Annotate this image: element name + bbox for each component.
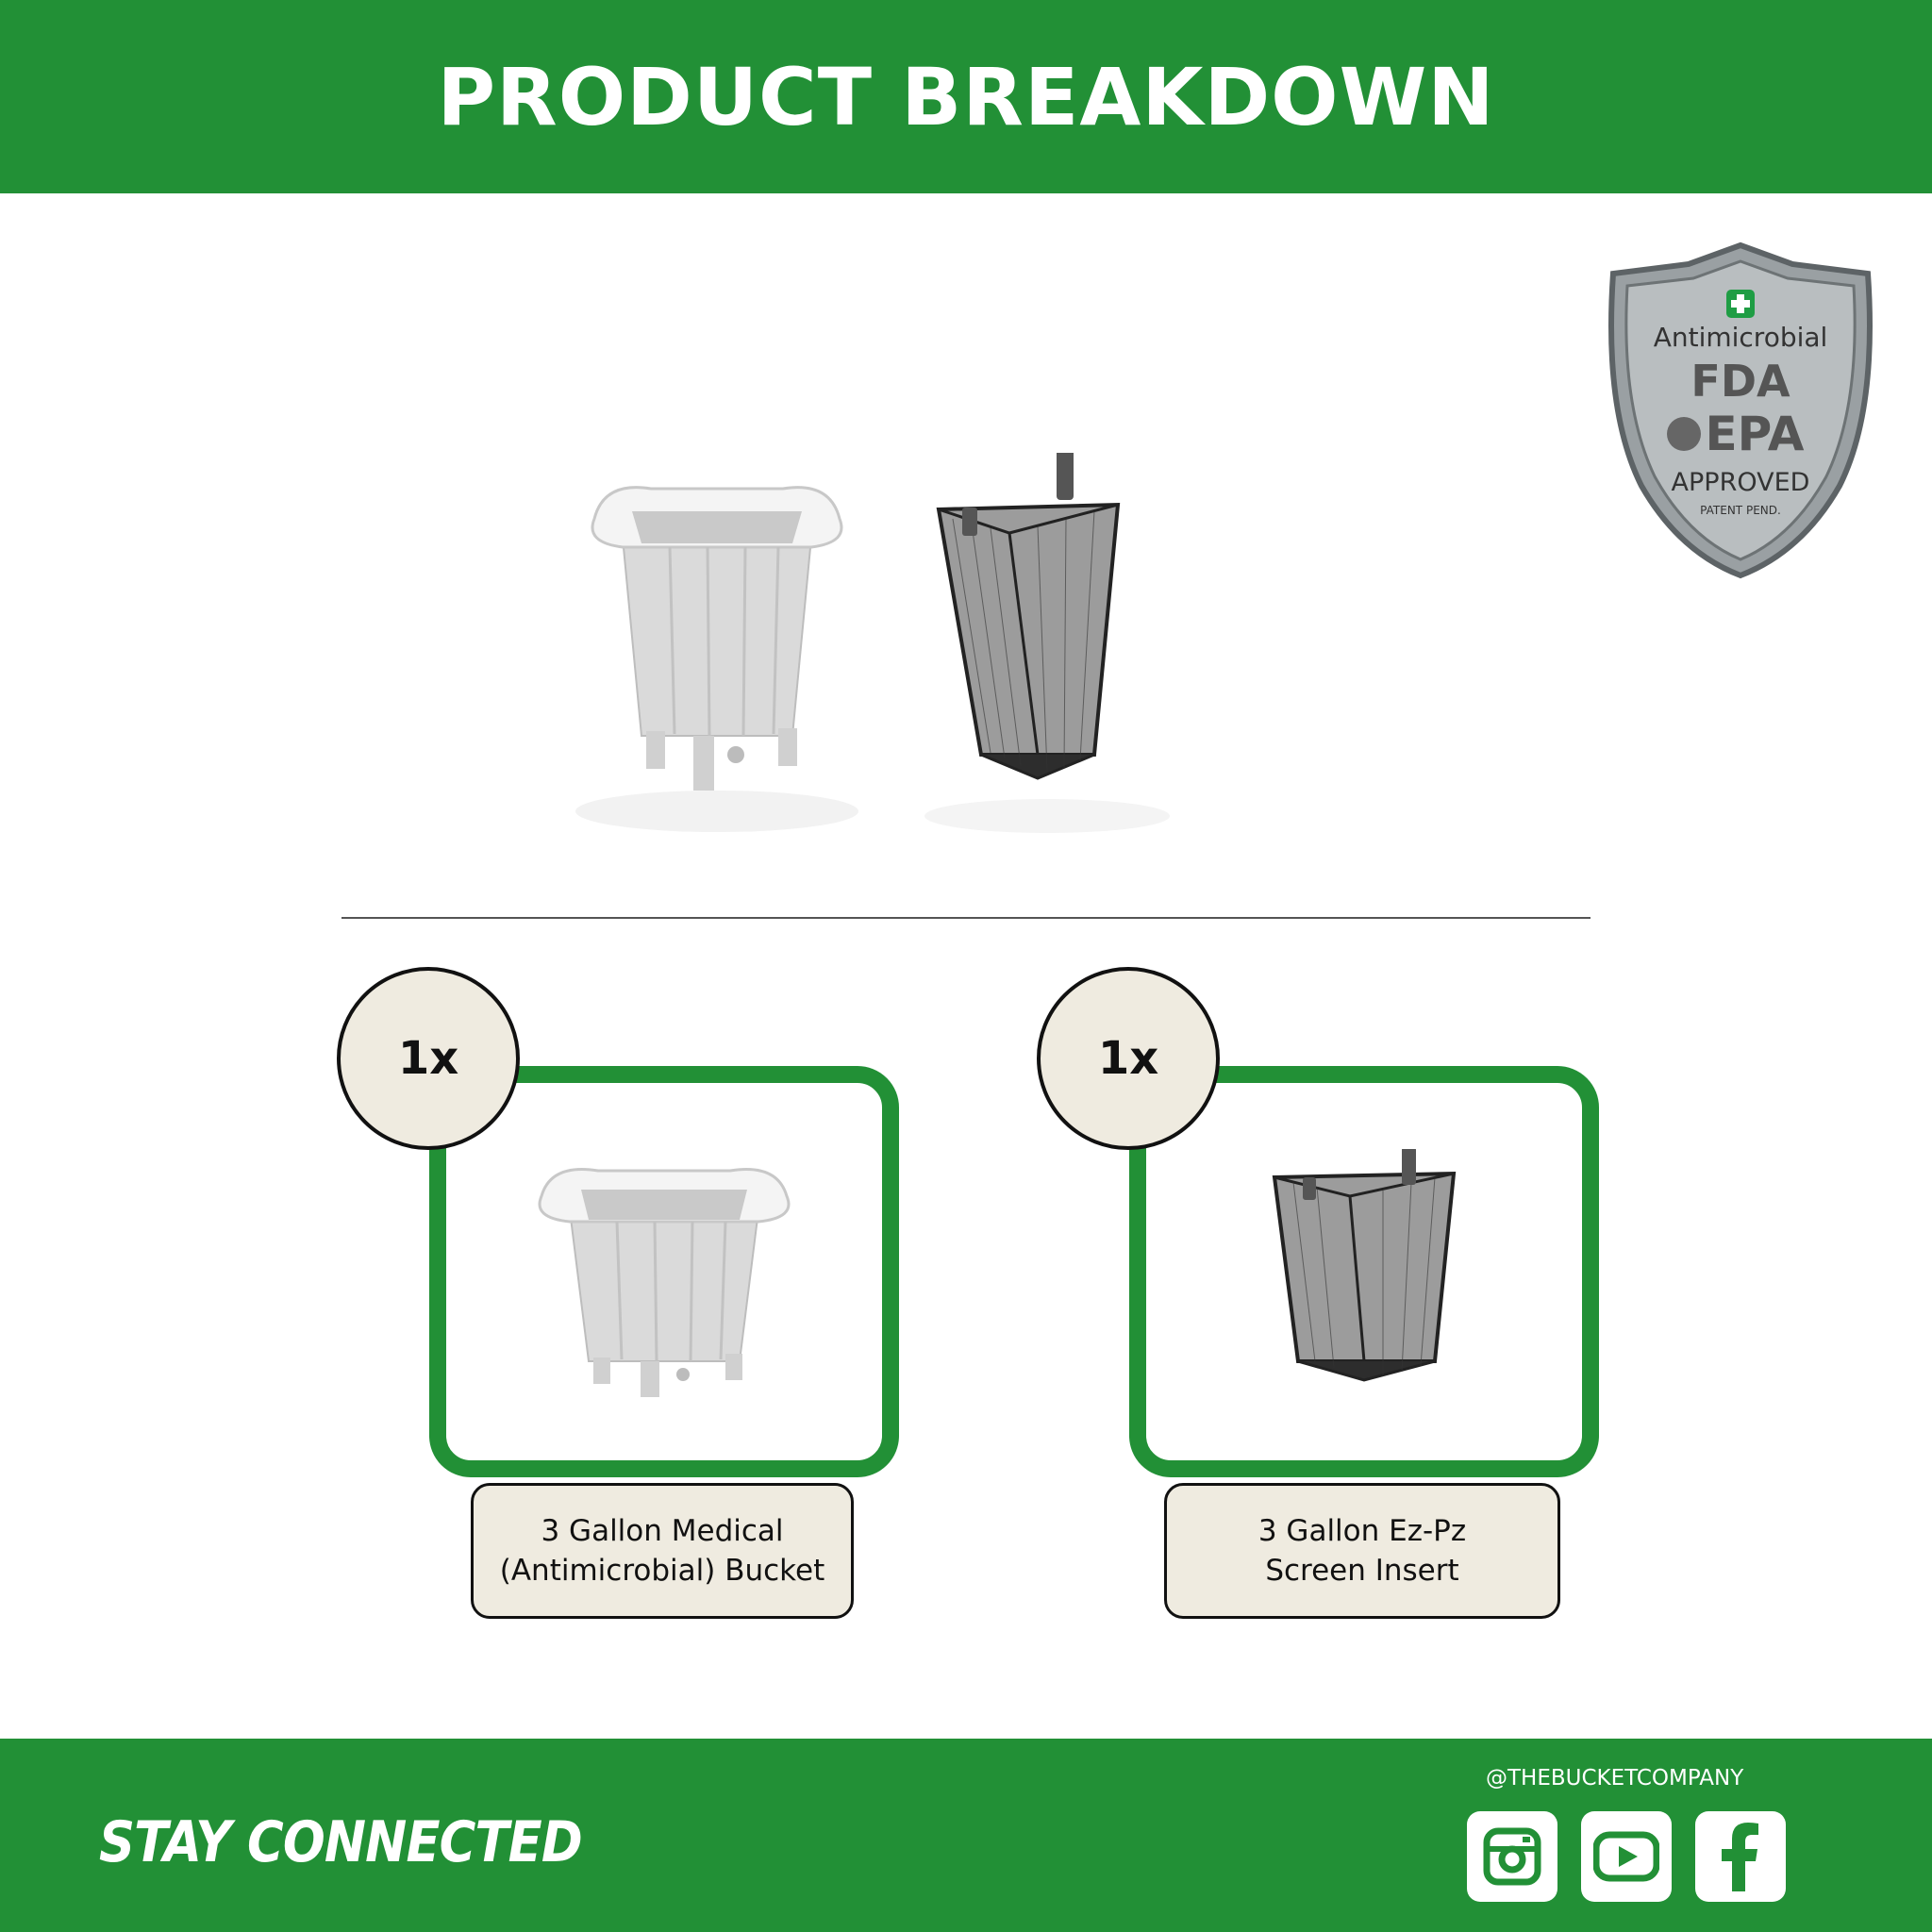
quantity-badge: 1x (1037, 967, 1220, 1150)
screen-insert-image (924, 453, 1170, 833)
section-divider (341, 917, 1591, 919)
badge-line5: PATENT PEND. (1700, 504, 1781, 517)
badge-line4: APPROVED (1672, 468, 1810, 497)
header-bar: PRODUCT BREAKDOWN (0, 0, 1932, 193)
epa-logo-icon (1667, 417, 1701, 451)
quantity-badge: 1x (337, 967, 520, 1150)
certification-badge: Antimicrobial FDA EPA APPROVED PATENT PE… (1608, 242, 1873, 579)
hero-products-image (575, 453, 1170, 833)
screen-insert-label-line2: Screen Insert (1265, 1554, 1459, 1588)
bucket-label-line1: 3 Gallon Medical (541, 1514, 784, 1548)
facebook-icon (1722, 1823, 1758, 1891)
screen-insert-thumbnail (1272, 1149, 1457, 1382)
instagram-icon (1483, 1827, 1541, 1886)
bucket-image (575, 486, 858, 832)
bucket-card (429, 1066, 899, 1477)
screen-insert-label: 3 Gallon Ez-Pz Screen Insert (1164, 1483, 1560, 1619)
screen-insert-card (1129, 1066, 1599, 1477)
page-title: PRODUCT BREAKDOWN (437, 50, 1495, 143)
youtube-link[interactable] (1581, 1811, 1672, 1902)
bucket-label: 3 Gallon Medical (Antimicrobial) Bucket (471, 1483, 854, 1619)
badge-line1: Antimicrobial (1654, 322, 1828, 353)
stay-connected-heading: STAY CONNECTED (99, 1809, 583, 1875)
bucket-thumbnail (538, 1168, 791, 1397)
badge-line3: EPA (1706, 407, 1805, 461)
screen-insert-label-line1: 3 Gallon Ez-Pz (1257, 1514, 1467, 1548)
facebook-link[interactable] (1695, 1811, 1786, 1902)
youtube-icon (1593, 1831, 1659, 1882)
instagram-link[interactable] (1467, 1811, 1557, 1902)
badge-line2: FDA (1690, 356, 1790, 407)
bucket-label-line2: (Antimicrobial) Bucket (499, 1554, 825, 1588)
social-handle[interactable]: @THEBUCKETCOMPANY (1486, 1766, 1744, 1790)
